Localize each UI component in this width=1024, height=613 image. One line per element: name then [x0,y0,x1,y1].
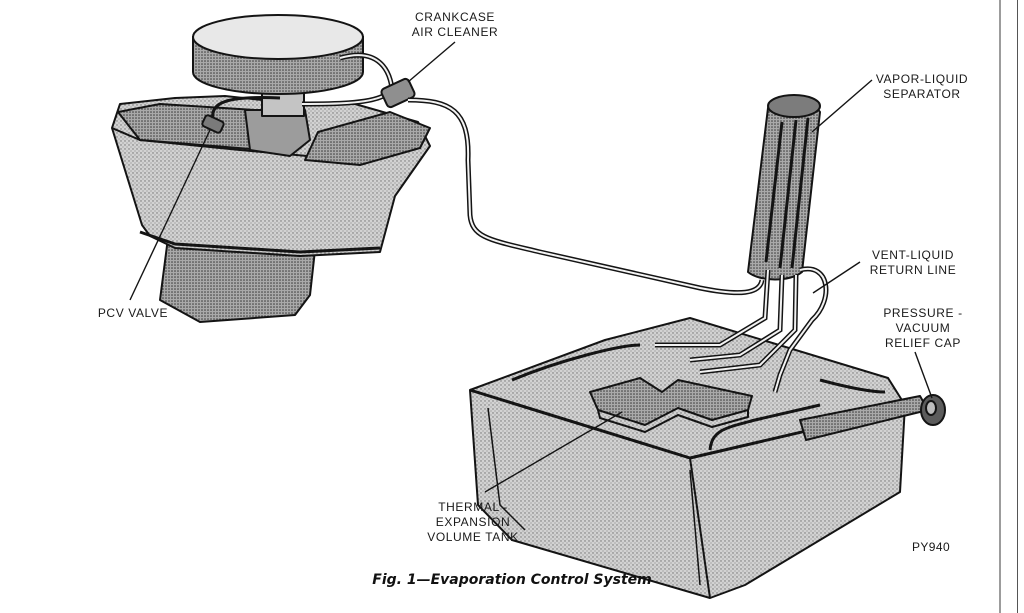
leader-pcv [129,129,211,301]
fuel-tank [469,317,929,599]
carburetor-neck [261,91,305,117]
vapor-line [407,97,765,296]
pcv-valve [201,114,225,134]
leader-thermal [484,411,623,493]
figure-code: PY940 [912,540,951,554]
crankcase-air-cleaner [380,77,416,109]
engine-valve-cover-right [304,111,431,166]
figure-caption: Fig. 1—Evaporation Control System [372,572,652,588]
leader-vapor [811,79,873,133]
air-cleaner [192,14,364,95]
leader-vent [812,261,861,294]
leader-lines [129,41,933,493]
vapor-liquid-separator [747,94,821,281]
leader-cap [914,351,933,399]
engine [111,91,431,323]
leader-crankcase [407,41,456,83]
label-pcv-valve: PCV VALVE [97,306,169,320]
relief-cap [920,394,946,426]
page-edge [1017,0,1018,613]
